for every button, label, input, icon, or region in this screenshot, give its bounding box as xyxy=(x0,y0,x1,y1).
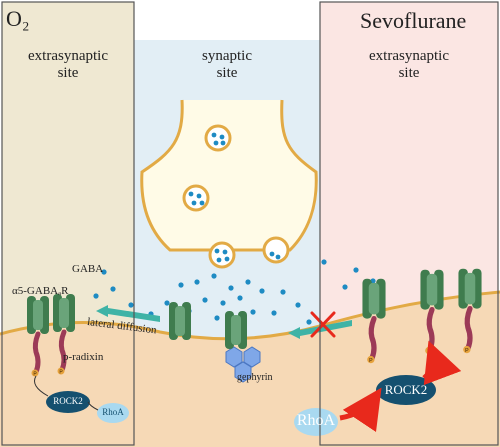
rhoa-left-text: RhoA xyxy=(102,407,124,417)
svg-text:P: P xyxy=(369,358,373,364)
gaba-label: GABA xyxy=(72,263,104,275)
svg-text:P: P xyxy=(59,370,63,376)
left-site-line2: site xyxy=(57,65,79,82)
gaba-a-receptor xyxy=(169,302,191,340)
rock2-left-badge xyxy=(46,391,90,413)
rock2-to-radixin-right-arrow xyxy=(422,340,462,386)
gephyrin-scaffold xyxy=(225,346,261,383)
gaba-a-receptor: P xyxy=(458,268,482,354)
svg-text:P: P xyxy=(33,372,37,378)
rock2-right-badge xyxy=(376,375,436,405)
rhoa-right-text: RhoA xyxy=(296,412,336,429)
radixin-chain xyxy=(32,331,41,375)
rock2-to-radixin-left-arrow xyxy=(34,375,49,397)
rhoa-left-badge xyxy=(97,403,129,423)
rhoa-to-rock2-left-arrow xyxy=(87,401,99,411)
center-site-line1: synaptic xyxy=(202,48,252,64)
svg-text:P: P xyxy=(465,348,469,354)
synaptic-vesicle xyxy=(208,241,236,269)
right-site-line2: site xyxy=(398,65,420,82)
right-site-label: extrasynaptic site xyxy=(320,48,498,83)
gaba-a-receptor: P xyxy=(53,294,75,376)
radixin-chain xyxy=(464,305,473,352)
rhoa-right-badge xyxy=(294,408,338,436)
fused-vesicle xyxy=(262,236,290,264)
phospho-badge: P xyxy=(31,369,39,378)
synaptic-vesicle xyxy=(182,184,210,212)
phospho-badge: P xyxy=(367,355,375,364)
right-panel-frame xyxy=(319,1,499,446)
rock2-right-text: ROCK2 xyxy=(384,382,428,397)
center-site-label: synaptic site xyxy=(134,48,320,83)
right-site-line1: extrasynaptic xyxy=(369,48,449,64)
p-radixin-label: p-radixin xyxy=(63,351,104,363)
left-site-label: extrasynaptic site xyxy=(2,48,134,83)
receptor-label: α5-GABAₐR xyxy=(12,285,69,297)
center-site-line2: site xyxy=(216,65,238,82)
radixin-chain xyxy=(368,315,377,362)
gaba-molecules xyxy=(93,259,376,330)
blocked-cross-icon xyxy=(310,311,336,338)
phospho-badge: P xyxy=(57,367,65,376)
right-condition-label: Sevoflurane xyxy=(360,8,467,33)
left-condition-label: O₂ xyxy=(6,6,30,31)
synaptic-vesicle xyxy=(204,124,232,152)
phospho-badge: P xyxy=(463,345,471,354)
lateral-diffusion-arrow xyxy=(96,305,160,322)
gaba-a-receptor xyxy=(225,311,247,349)
gaba-a-receptor: P xyxy=(362,278,386,364)
radixin-chain xyxy=(426,306,435,353)
left-panel-frame xyxy=(1,1,135,446)
gephyrin-label: gephyrin xyxy=(237,372,273,383)
radixin-chain xyxy=(58,329,67,373)
rhoa-to-rock2-right-arrow xyxy=(339,387,382,433)
gaba-a-receptor: P xyxy=(27,296,49,378)
left-site-line1: extrasynaptic xyxy=(28,48,108,64)
rock2-left-text: ROCK2 xyxy=(53,396,83,406)
